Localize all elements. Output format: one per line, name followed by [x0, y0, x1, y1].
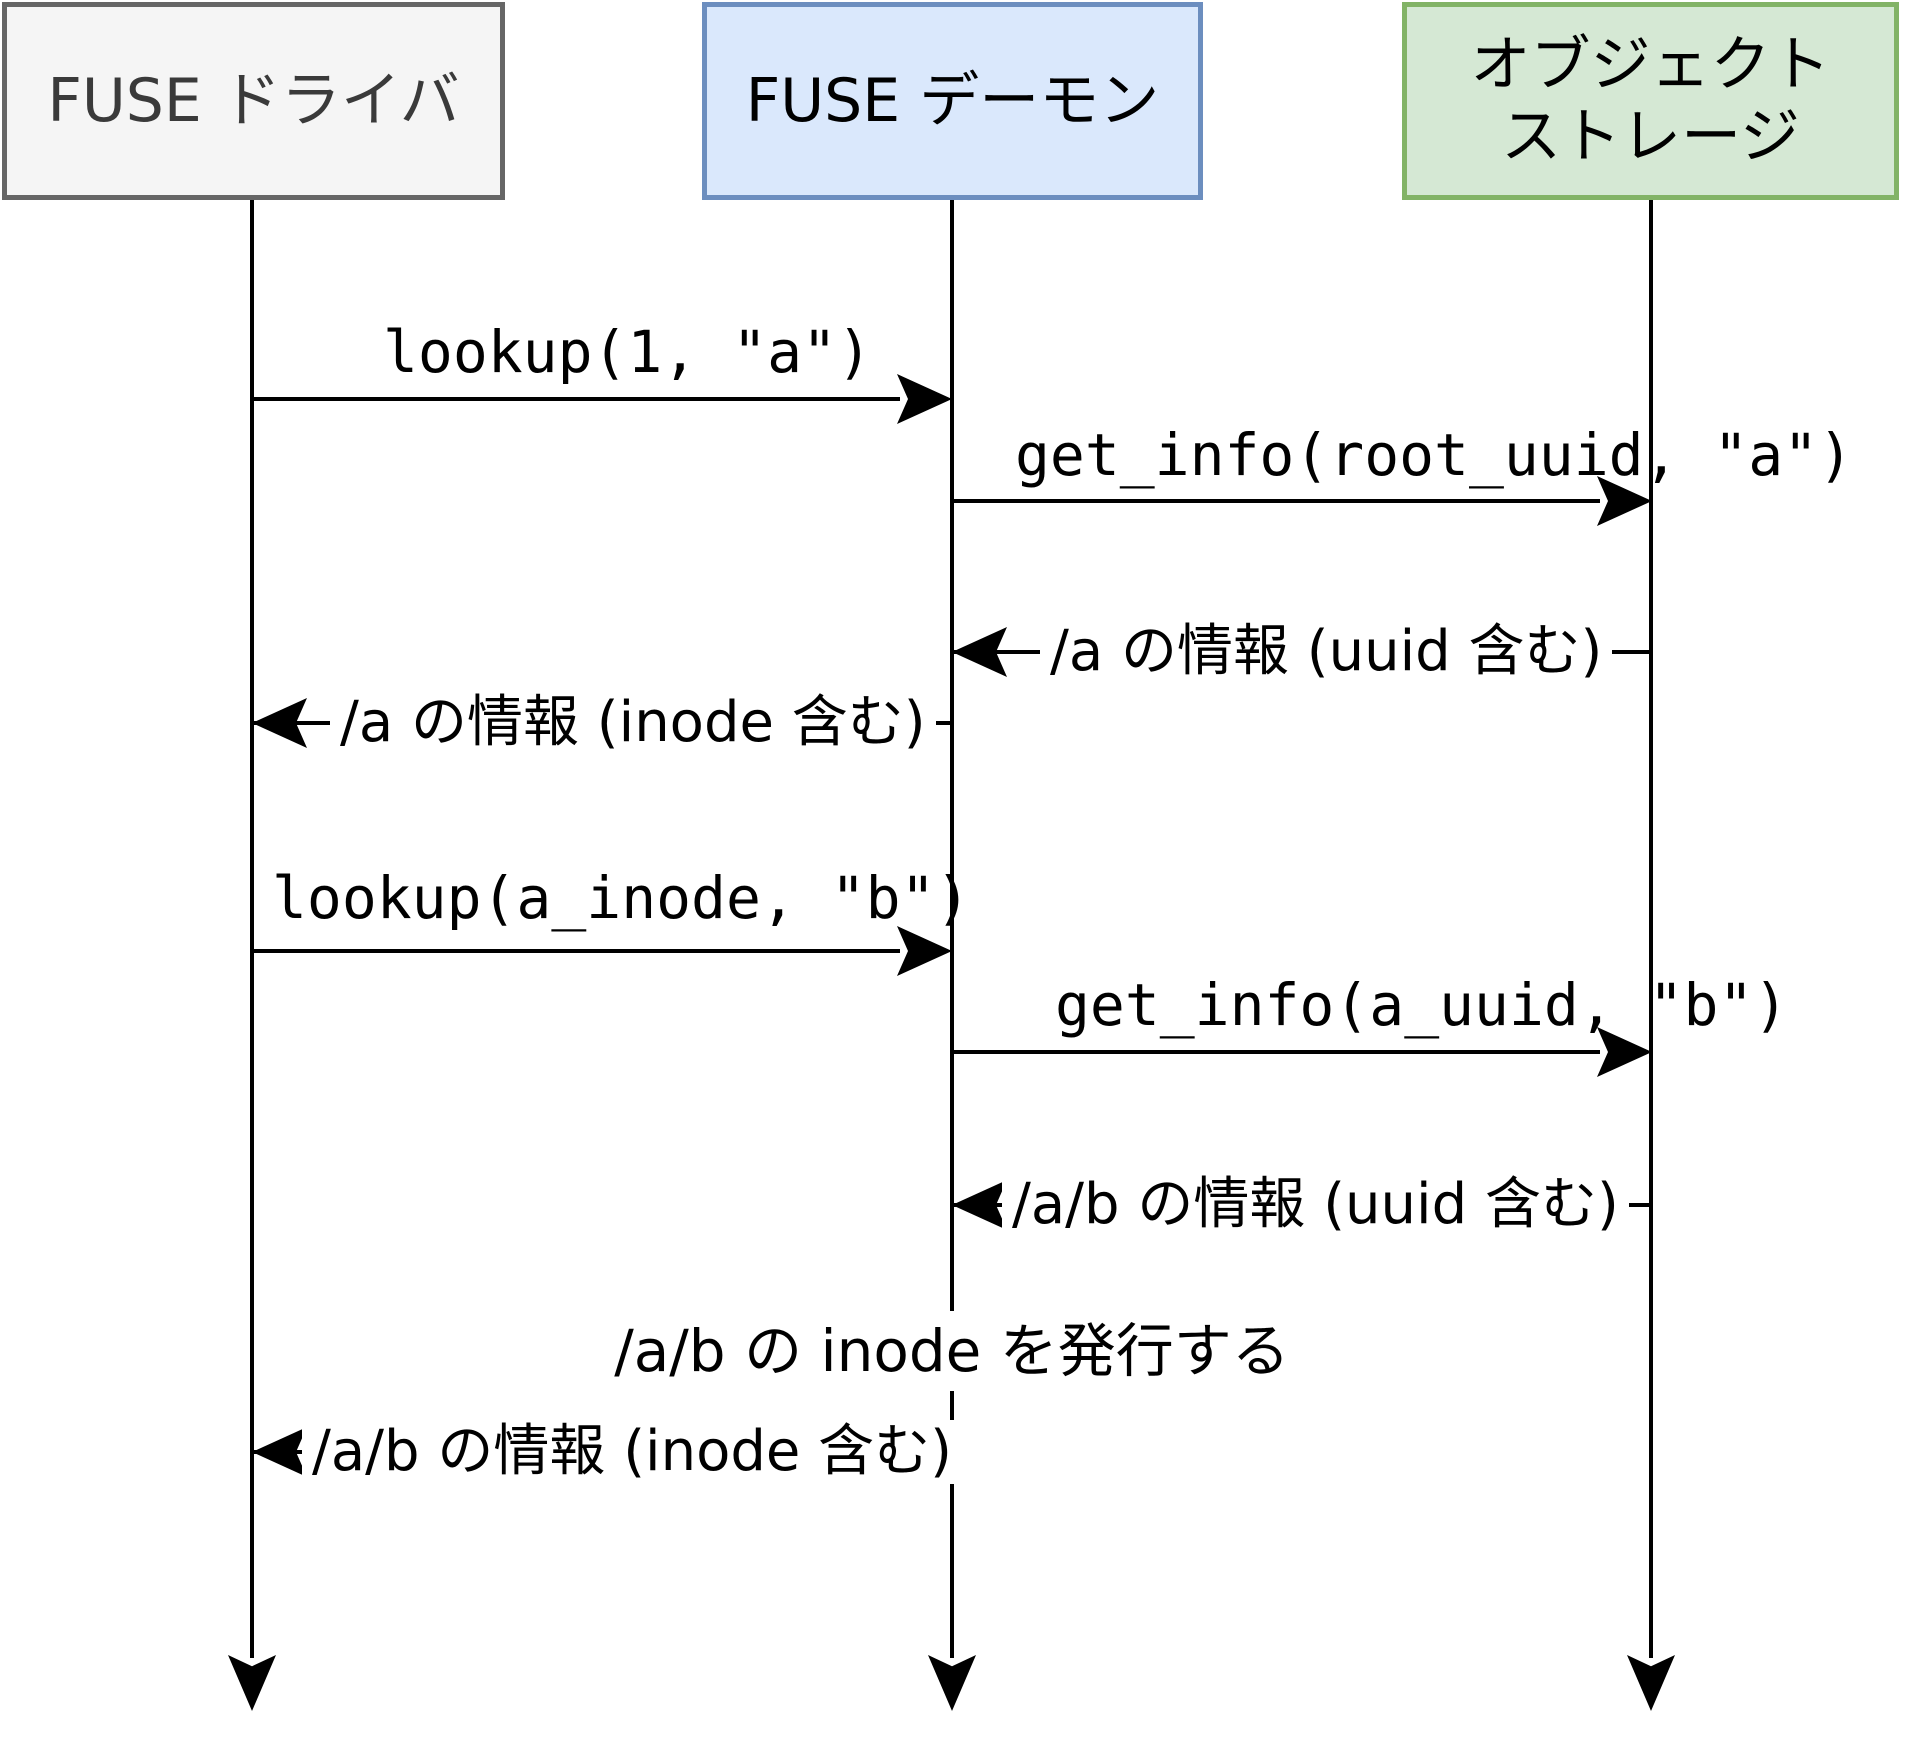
- message-label-ab-info-uuid: /a/b の情報 (uuid 含む): [1002, 1173, 1629, 1237]
- arrowhead-right-icon: [897, 926, 952, 976]
- message-label-get-info-root-uuid: get_info(root_uuid, "a"): [1015, 421, 1854, 489]
- message-line-lookup-1-a: [252, 397, 900, 401]
- actor-label-fuse-driver: FUSE ドライバ: [47, 66, 460, 136]
- lifeline-arrowhead-down-icon: [928, 1655, 976, 1711]
- actor-label-fuse-daemon: FUSE デーモン: [745, 66, 1160, 136]
- actor-box-object-storage: オブジェクト ストレージ: [1402, 2, 1899, 200]
- lifeline-object-storage: [1649, 200, 1653, 1658]
- note-issue-inode: /a/b の inode を発行する: [594, 1311, 1310, 1391]
- message-label-lookup-1-a: lookup(1, "a"): [383, 318, 872, 386]
- lifeline-fuse-daemon: [950, 200, 954, 1658]
- message-line-lookup-a-inode-b: [252, 949, 900, 953]
- message-label-a-info-uuid: /a の情報 (uuid 含む): [1040, 620, 1613, 684]
- actor-box-fuse-driver: FUSE ドライバ: [2, 2, 505, 200]
- lifeline-arrowhead-down-icon: [1627, 1655, 1675, 1711]
- actor-box-fuse-daemon: FUSE デーモン: [702, 2, 1203, 200]
- message-line-get-info-a-uuid-b: [952, 1050, 1600, 1054]
- lifeline-fuse-driver: [250, 200, 254, 1658]
- actor-label-object-storage: オブジェクト ストレージ: [1470, 30, 1831, 172]
- message-line-get-info-root-uuid: [952, 499, 1600, 503]
- message-label-a-info-inode: /a の情報 (inode 含む): [330, 691, 936, 755]
- message-label-ab-info-inode: /a/b の情報 (inode 含む): [302, 1420, 963, 1484]
- arrowhead-right-icon: [897, 374, 952, 424]
- message-label-get-info-a-uuid-b: get_info(a_uuid, "b"): [1055, 971, 1789, 1039]
- lifeline-arrowhead-down-icon: [228, 1655, 276, 1711]
- message-label-lookup-a-inode-b: lookup(a_inode, "b"): [272, 864, 971, 932]
